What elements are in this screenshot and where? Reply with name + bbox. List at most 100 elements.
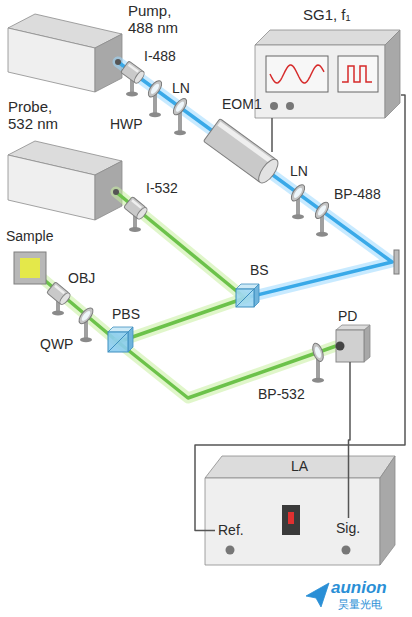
component-label: BP-488 xyxy=(334,186,381,202)
node-label: Sample xyxy=(6,228,53,244)
post-base xyxy=(312,378,324,383)
lens xyxy=(289,182,307,203)
pump-beam xyxy=(118,62,392,298)
laser-aperture xyxy=(115,59,121,65)
watermark: aunion xyxy=(331,578,387,598)
post-base xyxy=(80,337,92,342)
photodetector-shape xyxy=(336,325,371,362)
tube-end xyxy=(255,156,281,186)
post-base xyxy=(174,130,186,135)
lens-glass xyxy=(80,310,91,322)
signal-cable xyxy=(349,362,351,518)
lens-mount xyxy=(311,342,326,363)
eom-crystal-box: EOM1 xyxy=(238,152,278,174)
bnc-port xyxy=(342,546,351,555)
node-label: Sig. xyxy=(336,520,360,536)
post-base xyxy=(52,311,64,316)
lock-in-amplifier: LARef.Sig. xyxy=(205,456,395,566)
box-side xyxy=(380,456,395,565)
beam-splitter xyxy=(236,284,259,307)
bandpass-filter xyxy=(313,200,331,221)
isolator xyxy=(121,61,146,85)
square-wave xyxy=(342,66,372,82)
pump-laser-body xyxy=(8,14,122,92)
combined-beam xyxy=(30,268,245,342)
probe-beam xyxy=(116,192,245,298)
component-label: OBJ xyxy=(68,270,95,286)
beam-glow xyxy=(116,192,245,298)
box-side xyxy=(95,161,122,220)
quarter-wave-plate xyxy=(77,306,96,326)
component-label: LN xyxy=(290,163,308,179)
input-port: Sig. xyxy=(333,518,364,539)
lock-in-body xyxy=(205,456,395,565)
tube-highlight xyxy=(128,64,139,73)
eom-crystal xyxy=(203,119,281,186)
screen xyxy=(338,56,378,92)
laser-box: Pump, 488 nm xyxy=(8,2,190,92)
lens-glass xyxy=(174,100,185,113)
signal-generator-body xyxy=(255,30,400,118)
post-base xyxy=(129,227,141,232)
laser-box: Probe, 532 nm xyxy=(8,98,124,222)
cube-face xyxy=(108,332,128,352)
beam-glow xyxy=(30,268,245,342)
pd-side xyxy=(364,325,370,362)
tube-end xyxy=(133,70,146,85)
box-side xyxy=(385,30,400,118)
bnc-port xyxy=(226,546,235,555)
isolator xyxy=(124,196,149,220)
box-side xyxy=(95,34,122,92)
mirror xyxy=(394,250,399,274)
half-wave-plate xyxy=(146,78,164,99)
screen xyxy=(266,56,328,92)
box-front xyxy=(8,28,95,92)
photodetector: PD xyxy=(336,330,364,362)
post-base xyxy=(149,112,161,117)
lens-glass xyxy=(316,204,327,217)
node-label: EOM1 xyxy=(222,96,262,112)
box-top xyxy=(255,30,400,45)
cube-side xyxy=(254,284,259,307)
tube-highlight xyxy=(217,121,272,163)
lens xyxy=(171,96,189,117)
sine-wave xyxy=(270,65,324,83)
bandpass-filter xyxy=(311,342,326,363)
lens-mount xyxy=(313,200,331,221)
lens-glass xyxy=(314,346,323,359)
component-label: BS xyxy=(250,262,269,278)
knob xyxy=(286,102,294,110)
laser-aperture xyxy=(113,189,119,195)
tube-end xyxy=(58,291,72,306)
sample-holder: Sample xyxy=(14,252,46,284)
cube-diagonal xyxy=(236,289,254,307)
tube-highlight xyxy=(131,199,142,209)
logo-icon xyxy=(306,583,329,607)
node-label: Pump, 488 nm xyxy=(128,2,190,37)
component-label: LN xyxy=(172,80,190,96)
post-base xyxy=(316,232,328,237)
box-front xyxy=(8,155,95,220)
signal-generator: SG1, f₁ xyxy=(255,4,401,118)
signal-cable xyxy=(195,95,405,531)
lens-glass xyxy=(149,82,160,95)
box-top xyxy=(205,456,395,478)
box-front xyxy=(255,45,385,118)
node-label: PD xyxy=(338,308,357,324)
probe-laser-body xyxy=(8,141,122,220)
node-label: SG1, f₁ xyxy=(303,6,351,23)
polarizing-beam-splitter xyxy=(108,327,133,352)
lens-mount xyxy=(77,306,96,326)
pd-top xyxy=(336,325,370,330)
component-label: QWP xyxy=(40,336,73,352)
beam-glow xyxy=(118,62,392,298)
sample-frame xyxy=(14,252,46,284)
tube-end xyxy=(135,206,149,221)
lens-glass xyxy=(292,186,303,199)
lens-mount xyxy=(146,78,164,99)
sample-holder-shape xyxy=(14,252,46,284)
post-base xyxy=(126,91,138,96)
display-digit xyxy=(288,512,294,524)
component-label: BP-532 xyxy=(258,386,305,402)
